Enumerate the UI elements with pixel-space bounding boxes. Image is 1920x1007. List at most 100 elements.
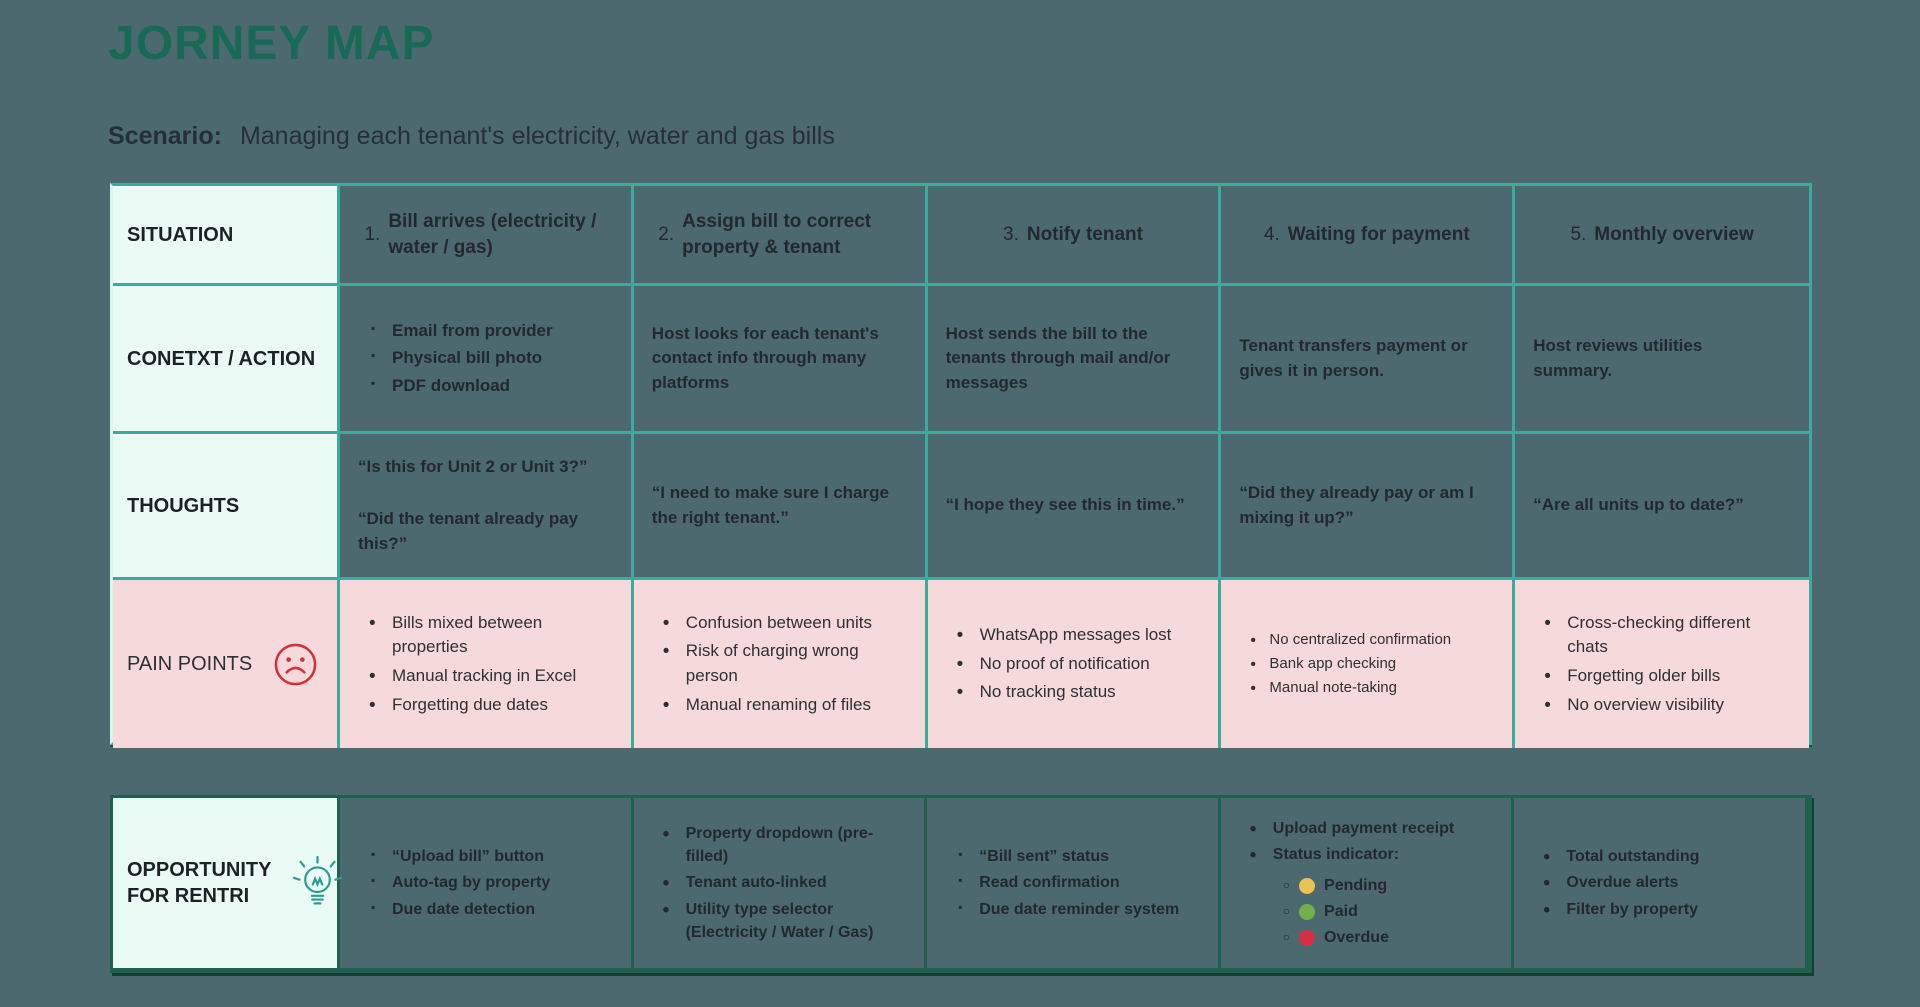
thought-quote: “Did the tenant already pay this?” (358, 509, 579, 553)
list-item: Manual renaming of files (662, 692, 909, 719)
thoughts-cell-1: “Is this for Unit 2 or Unit 3?” “Did the… (340, 434, 634, 580)
thought-quote: “Is this for Unit 2 or Unit 3?” (358, 456, 588, 476)
list-item: Physical bill photo (368, 346, 615, 371)
row-label-text: PAIN POINTS (127, 653, 253, 675)
list-item: Filter by property (1542, 897, 1789, 925)
status-dot-pending (1299, 877, 1316, 894)
list-item: Risk of charging wrong person (662, 638, 909, 688)
step-number: 5. (1570, 223, 1587, 245)
cell-text: Host reviews utilities summary. (1533, 335, 1703, 380)
pain-cell-4: No centralized confirmation Bank app che… (1221, 580, 1516, 748)
row-label-context-action: CONETXT / ACTION (113, 286, 340, 434)
list-item: Utility type selector (Electricity / Wat… (662, 897, 909, 944)
list-item: Forgetting older bills (1543, 663, 1793, 690)
list-item: Status indicator: (1249, 842, 1496, 870)
row-label-text: THOUGHTS (127, 494, 240, 517)
list-item: No tracking status (956, 679, 1203, 706)
context-cell-1: Email from provider Physical bill photo … (340, 286, 634, 434)
status-label: Pending (1324, 876, 1388, 894)
step-number: 2. (658, 223, 675, 245)
opportunity-cell-1: “Upload bill” button Auto-tag by propert… (340, 798, 634, 968)
list-item: No proof of notification (956, 651, 1203, 678)
opportunity-cell-3: “Bill sent” status Read confirmation Due… (927, 798, 1221, 968)
page-title: JORNEY MAP (108, 17, 435, 70)
step-number: 1. (364, 223, 381, 245)
row-label-pain-points: PAIN POINTS (113, 580, 340, 748)
thoughts-cell-3: “I hope they see this in time.” (927, 434, 1222, 580)
list-item: Due date reminder system (955, 898, 1202, 921)
scenario-line: Scenario: Managing each tenant's electric… (108, 122, 835, 151)
opportunity-cell-2: Property dropdown (pre-filled) Tenant au… (634, 798, 928, 968)
pain-cell-3: WhatsApp messages lost No proof of notif… (927, 580, 1222, 748)
cell-text: Host sends the bill to the tenants throu… (945, 323, 1171, 392)
situation-step-1: 1. Bill arrives (electricity / water / g… (340, 186, 634, 286)
bullet-list: No centralized confirmation Bank app che… (1249, 627, 1496, 700)
list-item: Tenant auto-linked (662, 870, 909, 898)
context-cell-2: Host looks for each tenant's contact inf… (633, 286, 928, 434)
situation-step-3: 3. Notify tenant (927, 186, 1222, 286)
list-item: Bills mixed between properties (368, 610, 615, 660)
thought-quote: “I need to make sure I charge the right … (651, 482, 889, 527)
step-title: Monthly overview (1594, 223, 1754, 245)
list-item: PDF download (368, 374, 615, 399)
bullet-list: WhatsApp messages lost No proof of notif… (956, 619, 1203, 709)
list-item: Read confirmation (955, 871, 1202, 894)
bullet-list: Email from provider Physical bill photo … (368, 316, 615, 402)
scenario-label: Scenario: (108, 122, 222, 150)
thoughts-cell-5: “Are all units up to date?” (1515, 434, 1809, 580)
thought-quote: “Are all units up to date?” (1533, 495, 1744, 515)
row-label-text: OPPORTUNITY FOR RENTRI (127, 859, 272, 907)
list-item: Total outstanding (1542, 844, 1789, 872)
bullet-list: “Bill sent” status Read confirmation Due… (955, 842, 1202, 924)
step-title: Notify tenant (1026, 223, 1143, 245)
opportunity-cell-4: Upload payment receipt Status indicator:… (1221, 798, 1515, 968)
status-label: Overdue (1324, 929, 1389, 947)
bullet-list: “Upload bill” button Auto-tag by propert… (368, 842, 615, 924)
status-label: Paid (1324, 903, 1358, 921)
thought-quote: “I hope they see this in time.” (945, 495, 1185, 515)
list-item: No centralized confirmation (1249, 629, 1496, 652)
thoughts-cell-2: “I need to make sure I charge the right … (633, 434, 928, 580)
pain-cell-1: Bills mixed between properties Manual tr… (340, 580, 634, 748)
cell-text: Host looks for each tenant's contact inf… (651, 323, 879, 392)
row-label-opportunity: OPPORTUNITY FOR RENTRI (113, 798, 343, 968)
journey-table: SITUATION 1. Bill arrives (electricity /… (110, 183, 1812, 748)
list-item: Manual tracking in Excel (368, 663, 615, 690)
list-item: Bank app checking (1249, 653, 1496, 676)
sad-face-icon (272, 641, 319, 688)
situation-step-4: 4. Waiting for payment (1221, 186, 1516, 286)
status-indicator-list: Pending Paid Overdue (1283, 871, 1496, 953)
bullet-list: Bills mixed between properties Manual tr… (368, 607, 615, 722)
status-dot-paid (1299, 903, 1316, 920)
status-item-paid: Paid (1283, 900, 1496, 923)
row-label-situation: SITUATION (113, 186, 340, 286)
list-item: “Upload bill” button (368, 845, 615, 868)
status-item-pending: Pending (1283, 874, 1496, 897)
list-item: Upload payment receipt (1249, 816, 1496, 844)
row-label-thoughts: THOUGHTS (113, 434, 340, 580)
row-label-text: CONETXT / ACTION (127, 347, 316, 370)
step-title: Waiting for payment (1287, 223, 1470, 245)
context-cell-3: Host sends the bill to the tenants throu… (927, 286, 1222, 434)
list-item: Overdue alerts (1542, 870, 1789, 898)
pain-cell-5: Cross-checking different chats Forgettin… (1515, 580, 1809, 748)
status-dot-overdue (1299, 929, 1316, 946)
thought-quote: “Did they already pay or am I mixing it … (1239, 482, 1474, 527)
context-cell-4: Tenant transfers payment or gives it in … (1221, 286, 1516, 434)
list-item: “Bill sent” status (955, 845, 1202, 868)
situation-step-5: 5. Monthly overview (1515, 186, 1809, 286)
opportunity-cell-5: Total outstanding Overdue alerts Filter … (1514, 798, 1808, 968)
lightbulb-icon (291, 855, 344, 911)
bullet-list: Upload payment receipt Status indicator: (1249, 814, 1496, 870)
context-cell-5: Host reviews utilities summary. (1515, 286, 1809, 434)
bullet-list: Total outstanding Overdue alerts Filter … (1542, 842, 1789, 924)
list-item: Cross-checking different chats (1543, 610, 1793, 660)
list-item: Email from provider (368, 319, 615, 344)
bullet-list: Confusion between units Risk of charging… (662, 607, 909, 722)
status-item-overdue: Overdue (1283, 926, 1496, 949)
step-number: 3. (1003, 223, 1019, 245)
scenario-text: Managing each tenant's electricity, wate… (239, 122, 835, 150)
bullet-list: Cross-checking different chats Forgettin… (1543, 607, 1793, 722)
cell-text: Tenant transfers payment or gives it in … (1239, 335, 1468, 380)
